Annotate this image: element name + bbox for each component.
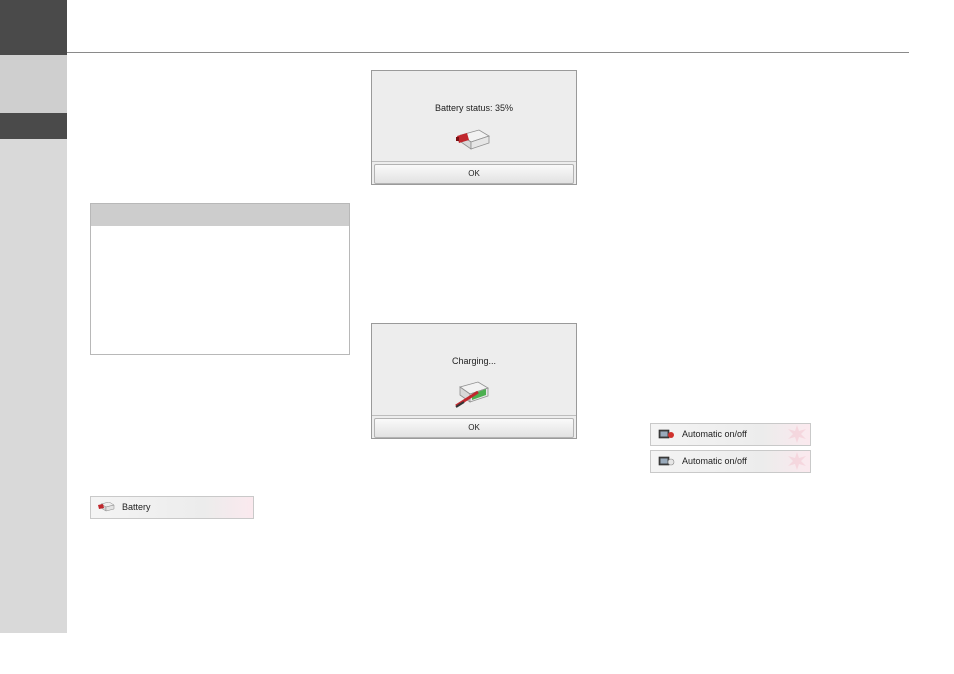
sidebar-block-light bbox=[0, 55, 67, 113]
ok-button[interactable]: OK bbox=[374, 418, 574, 438]
battery-icon bbox=[456, 129, 490, 150]
automatic-off-label: Automatic on/off bbox=[682, 456, 747, 466]
charging-battery-icon bbox=[455, 381, 489, 408]
sidebar bbox=[0, 55, 67, 633]
note-box-header bbox=[91, 204, 349, 226]
monitor-off-icon bbox=[658, 456, 675, 466]
decoration-star-icon bbox=[788, 452, 806, 470]
automatic-on-button[interactable]: Automatic on/off bbox=[650, 423, 811, 446]
battery-status-dialog: Battery status: 35% OK bbox=[371, 70, 577, 185]
sidebar-header-block bbox=[0, 0, 67, 55]
battery-status-message: Battery status: 35% bbox=[434, 103, 514, 113]
decoration-star-icon bbox=[788, 425, 806, 443]
automatic-off-button[interactable]: Automatic on/off bbox=[650, 450, 811, 473]
charging-message: Charging... bbox=[451, 356, 497, 366]
charging-dialog: Charging... OK bbox=[371, 323, 577, 439]
monitor-on-icon bbox=[658, 429, 674, 439]
automatic-on-label: Automatic on/off bbox=[682, 429, 747, 439]
sidebar-active-tab bbox=[0, 113, 67, 139]
header-rule bbox=[67, 52, 909, 53]
battery-menu-label: Battery bbox=[122, 502, 151, 512]
ok-button[interactable]: OK bbox=[374, 164, 574, 184]
battery-menu-button[interactable]: Battery bbox=[90, 496, 254, 519]
battery-icon bbox=[98, 502, 115, 512]
note-box bbox=[90, 203, 350, 355]
